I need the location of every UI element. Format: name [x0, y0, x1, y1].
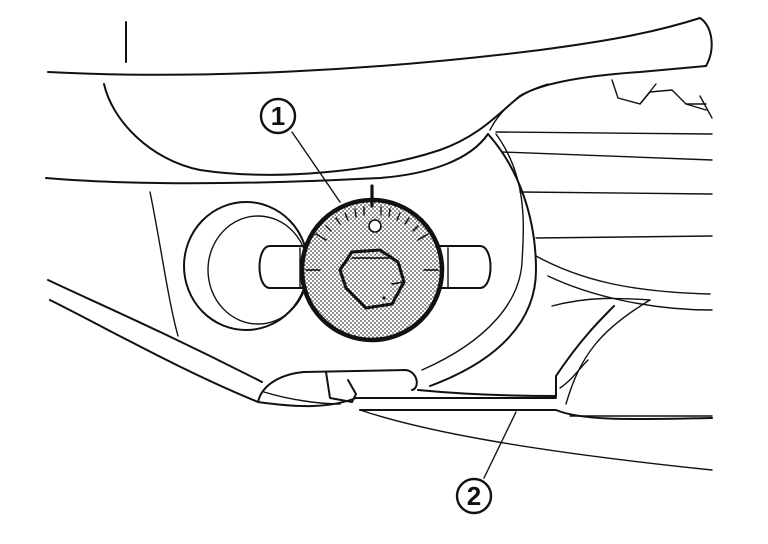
round-boss	[183, 201, 309, 331]
callout-2: 2	[455, 411, 517, 515]
lower-body-contour	[45, 133, 713, 387]
callout-1-label: 1	[271, 101, 285, 131]
right-side-lines	[495, 131, 713, 239]
callout-1: 1	[259, 97, 341, 203]
dial-scale	[305, 206, 439, 271]
hex-bolt	[338, 248, 406, 310]
adjusting-dial	[299, 184, 445, 343]
lower-trim	[47, 279, 713, 471]
callout-2-label: 2	[467, 481, 481, 511]
upper-panel	[47, 17, 713, 176]
